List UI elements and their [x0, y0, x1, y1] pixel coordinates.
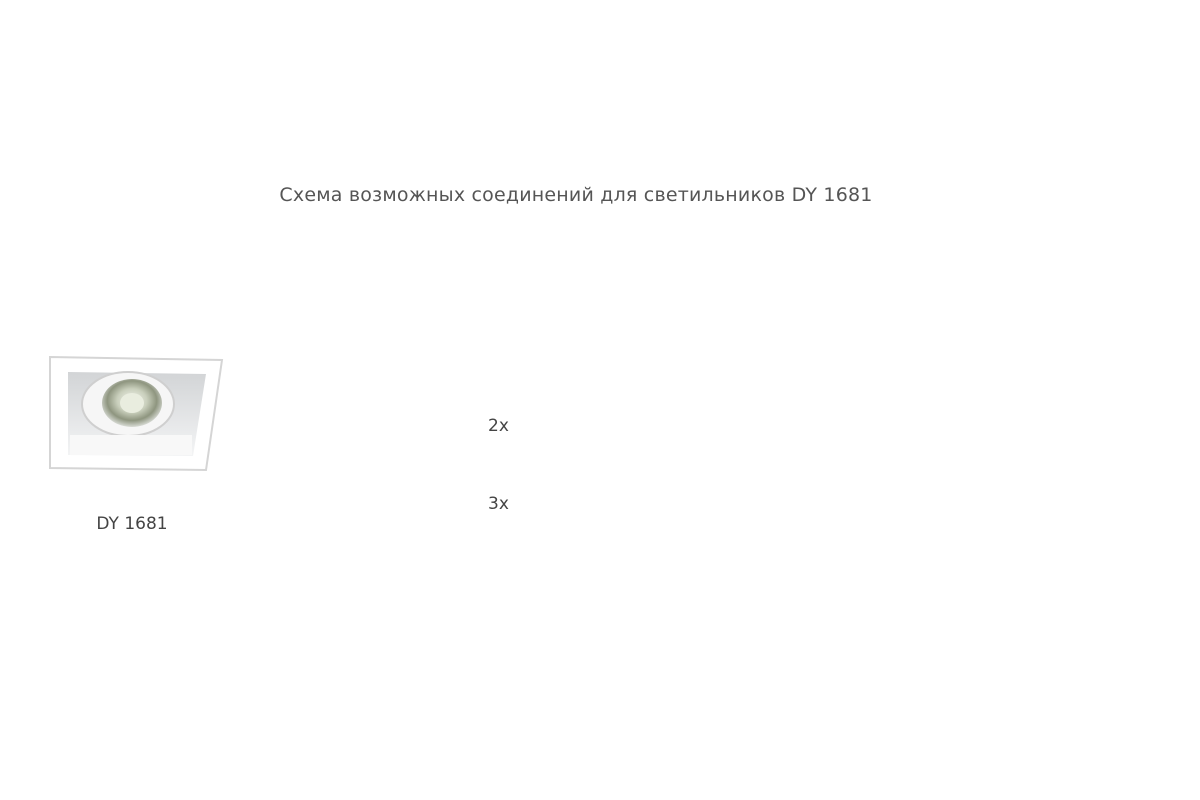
product-label: DY 1681: [96, 514, 168, 534]
count-label-triple: 3x: [488, 494, 509, 514]
count-label-double: 2x: [488, 416, 509, 436]
single-fixture-image: [49, 355, 224, 472]
diagram-title: Схема возможных соединений для светильни…: [279, 184, 873, 206]
